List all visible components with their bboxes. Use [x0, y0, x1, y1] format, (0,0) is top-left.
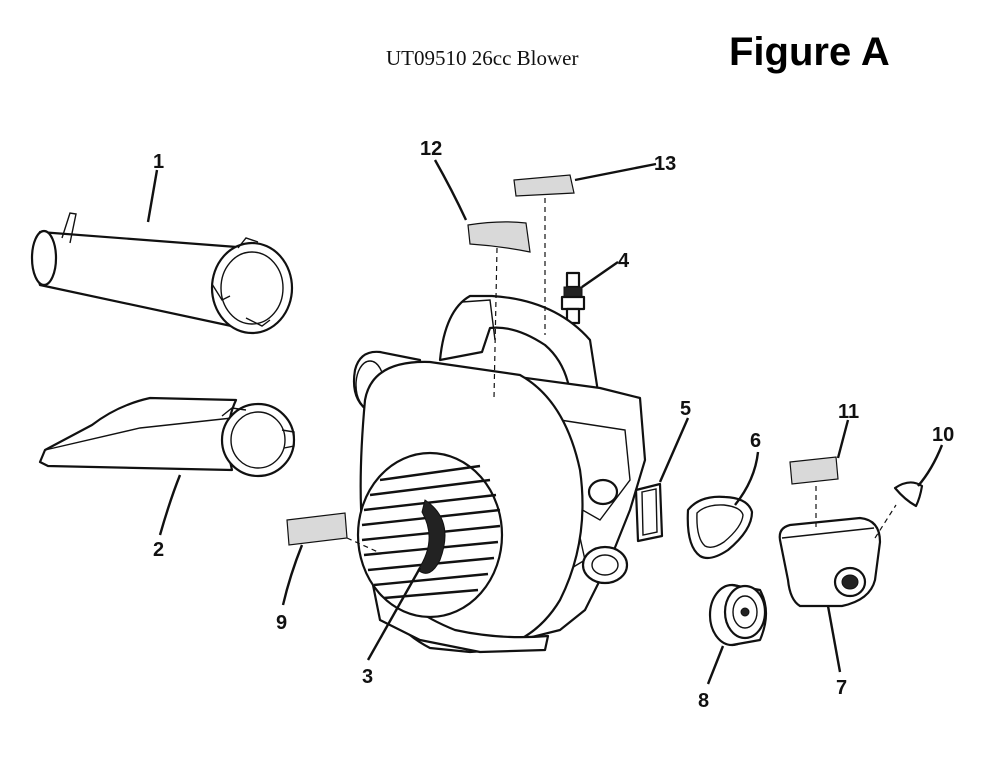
diagram-title: UT09510 26cc Blower — [386, 46, 579, 70]
callout-13: 13 — [654, 153, 676, 175]
part-11-label — [789, 456, 839, 485]
callout-6: 6 — [750, 430, 761, 452]
callout-9: 9 — [276, 612, 287, 634]
leader-lines — [146, 159, 944, 685]
figure-label: Figure A — [729, 30, 890, 74]
callout-numbers: 1 2 3 4 5 6 7 8 9 10 11 12 13 — [153, 138, 954, 712]
callout-5: 5 — [680, 398, 691, 420]
part-6-gasket — [686, 495, 754, 560]
part-5-air-filter — [634, 482, 664, 543]
callout-2: 2 — [153, 539, 164, 561]
callout-8: 8 — [698, 690, 709, 712]
assembly-lines — [346, 198, 897, 553]
callout-12: 12 — [420, 138, 442, 160]
callout-11: 11 — [838, 401, 859, 423]
part-10-cap — [893, 481, 924, 508]
part-9-label — [286, 512, 348, 546]
part-7-filter-cover — [778, 516, 882, 608]
callout-3: 3 — [362, 666, 373, 688]
callout-10: 10 — [932, 424, 954, 446]
callout-4: 4 — [618, 250, 630, 272]
part-8-knob — [708, 583, 768, 647]
part-2-nozzle — [38, 396, 296, 478]
callout-1: 1 — [153, 151, 164, 173]
part-12-label — [467, 221, 531, 253]
part-4-spark-plug — [560, 271, 586, 332]
part-3-engine-housing — [352, 294, 647, 654]
callout-7: 7 — [836, 677, 847, 699]
part-1-blower-tube — [30, 212, 294, 335]
part-13-label — [513, 174, 575, 197]
